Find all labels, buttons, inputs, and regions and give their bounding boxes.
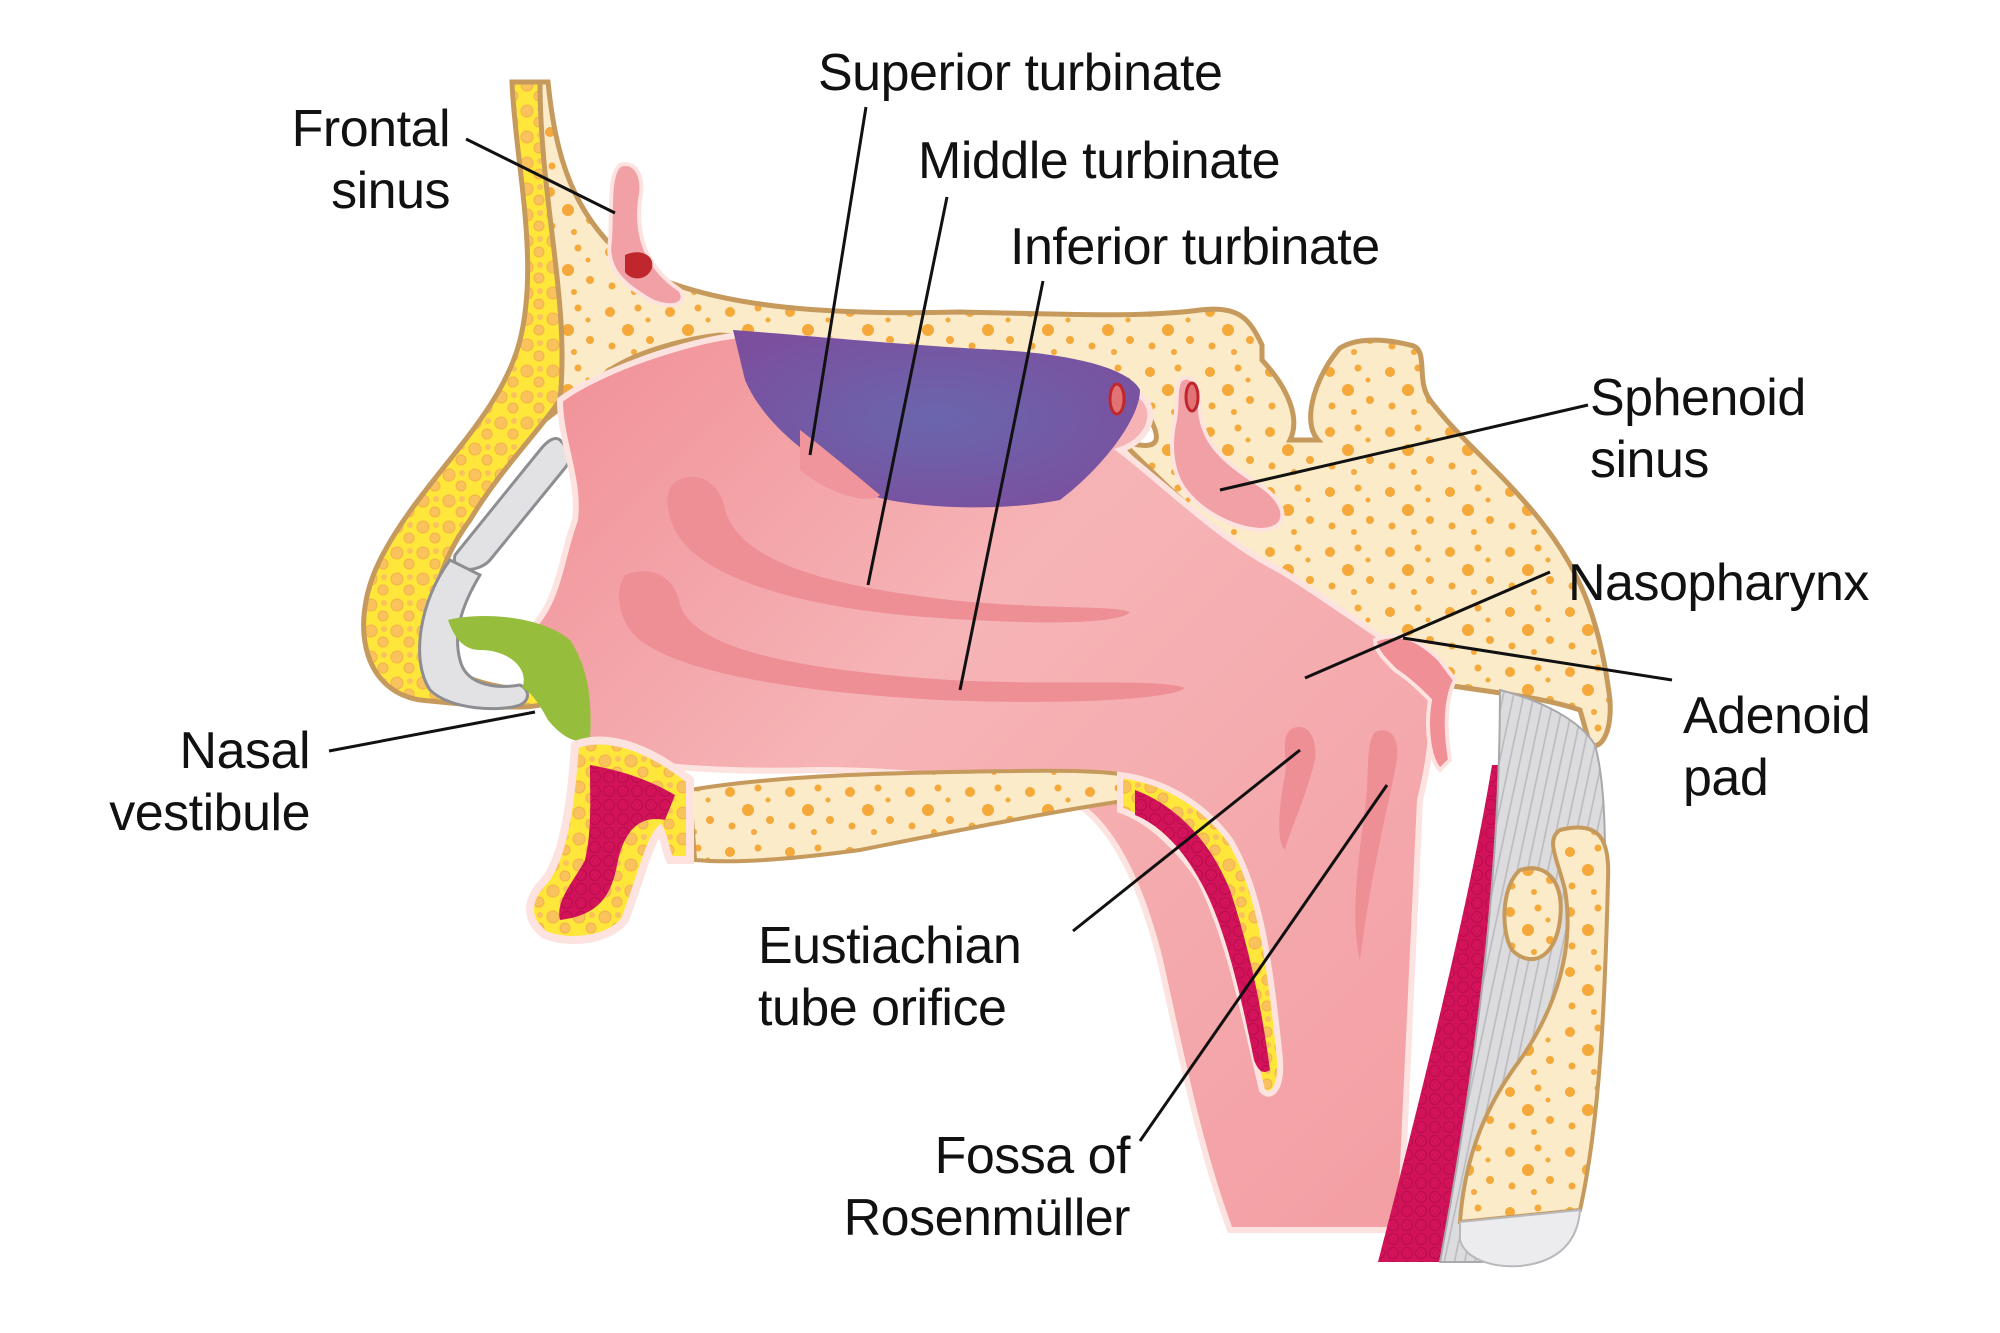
label-nasopharynx: Nasopharynx: [1568, 552, 1869, 614]
leader-superior-turbinate: [808, 106, 868, 456]
superior-turbinate-ridge: [800, 430, 880, 499]
leader-nasal-vestibule: [328, 710, 536, 753]
label-fossa-of-rosenmuller-line2: Rosenmüller: [843, 1189, 1131, 1247]
label-superior-turbinate-text: Superior turbinate: [818, 44, 1223, 102]
label-adenoid-pad-line1: Adenoid: [1683, 687, 1871, 745]
inferior-turbinate-ridge: [618, 571, 1185, 702]
leader-nasopharynx: [1304, 570, 1551, 680]
label-middle-turbinate-text: Middle turbinate: [918, 132, 1281, 190]
lower-lateral-cartilage: [418, 558, 529, 711]
label-frontal-sinus-line1: Frontal: [291, 100, 451, 158]
label-nasal-vestibule: Nasal vestibule: [40, 720, 310, 844]
adenoid-folds: [1372, 634, 1458, 773]
label-adenoid-pad-line2: pad: [1683, 749, 1769, 807]
nasal-vestibule-region: [448, 616, 591, 742]
sphenoethmoid-opening: [1108, 382, 1126, 416]
leader-middle-turbinate: [866, 196, 949, 586]
label-superior-turbinate: Superior turbinate: [818, 42, 1223, 104]
pharyngeal-constrictor-muscle: [1378, 765, 1504, 1262]
label-adenoid-pad: Adenoid pad: [1683, 685, 1871, 809]
axis-vertebra: [1457, 825, 1611, 1225]
label-nasal-vestibule-line2: vestibule: [109, 784, 310, 842]
label-nasopharynx-text: Nasopharynx: [1568, 554, 1869, 612]
leader-fossa-of-rosenmuller: [1138, 784, 1389, 1142]
atlas-anterior-arch: [1502, 866, 1563, 962]
orbicularis-muscle: [559, 765, 675, 920]
soft-palate-muscle: [1135, 790, 1270, 1072]
leader-lines: [328, 106, 1673, 1142]
label-eustachian-tube-orifice-line1: Eustiachian: [758, 917, 1022, 975]
label-eustachian-tube-orifice: Eustiachian tube orifice: [758, 915, 1022, 1039]
label-sphenoid-sinus-line1: Sphenoid: [1590, 369, 1806, 427]
label-inferior-turbinate-text: Inferior turbinate: [1010, 218, 1380, 276]
sphenoid-sinus-cavity: [1170, 375, 1285, 533]
label-nasal-vestibule-line1: Nasal: [179, 722, 311, 780]
hard-palate: [687, 768, 1133, 864]
label-sphenoid-sinus-line2: sinus: [1590, 431, 1709, 489]
intervertebral-disc: [1459, 1208, 1582, 1268]
leader-inferior-turbinate: [958, 280, 1045, 691]
leader-frontal-sinus: [465, 137, 616, 215]
leader-eustachian-tube-orifice: [1072, 748, 1301, 933]
sphenoid-sinus-ostium: [1184, 381, 1200, 413]
label-frontal-sinus: Frontal sinus: [230, 98, 451, 222]
leader-sphenoid-sinus: [1219, 403, 1589, 492]
label-frontal-sinus-line2: sinus: [331, 162, 450, 220]
leader-adenoid-pad: [1402, 636, 1673, 682]
label-eustachian-tube-orifice-line2: tube orifice: [758, 979, 1007, 1037]
middle-turbinate-ridge: [667, 477, 1130, 623]
label-fossa-of-rosenmuller: Fossa of Rosenmüller: [760, 1125, 1131, 1249]
frontal-sinus-ostium: [625, 252, 653, 279]
label-middle-turbinate: Middle turbinate: [918, 130, 1281, 192]
label-fossa-of-rosenmuller-line1: Fossa of: [934, 1127, 1131, 1185]
label-sphenoid-sinus: Sphenoid sinus: [1590, 367, 1806, 491]
label-inferior-turbinate: Inferior turbinate: [1010, 216, 1380, 278]
